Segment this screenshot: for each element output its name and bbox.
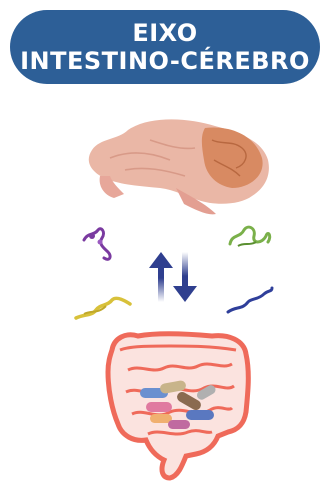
microbe-green-icon bbox=[230, 227, 270, 246]
brain-icon bbox=[89, 119, 269, 214]
microbe-blue-icon bbox=[228, 288, 272, 312]
bidirectional-arrows-icon bbox=[149, 252, 197, 302]
microbe-purple-icon bbox=[84, 229, 110, 260]
intestine-icon bbox=[108, 334, 248, 478]
microbe-yellow-icon bbox=[76, 298, 130, 318]
